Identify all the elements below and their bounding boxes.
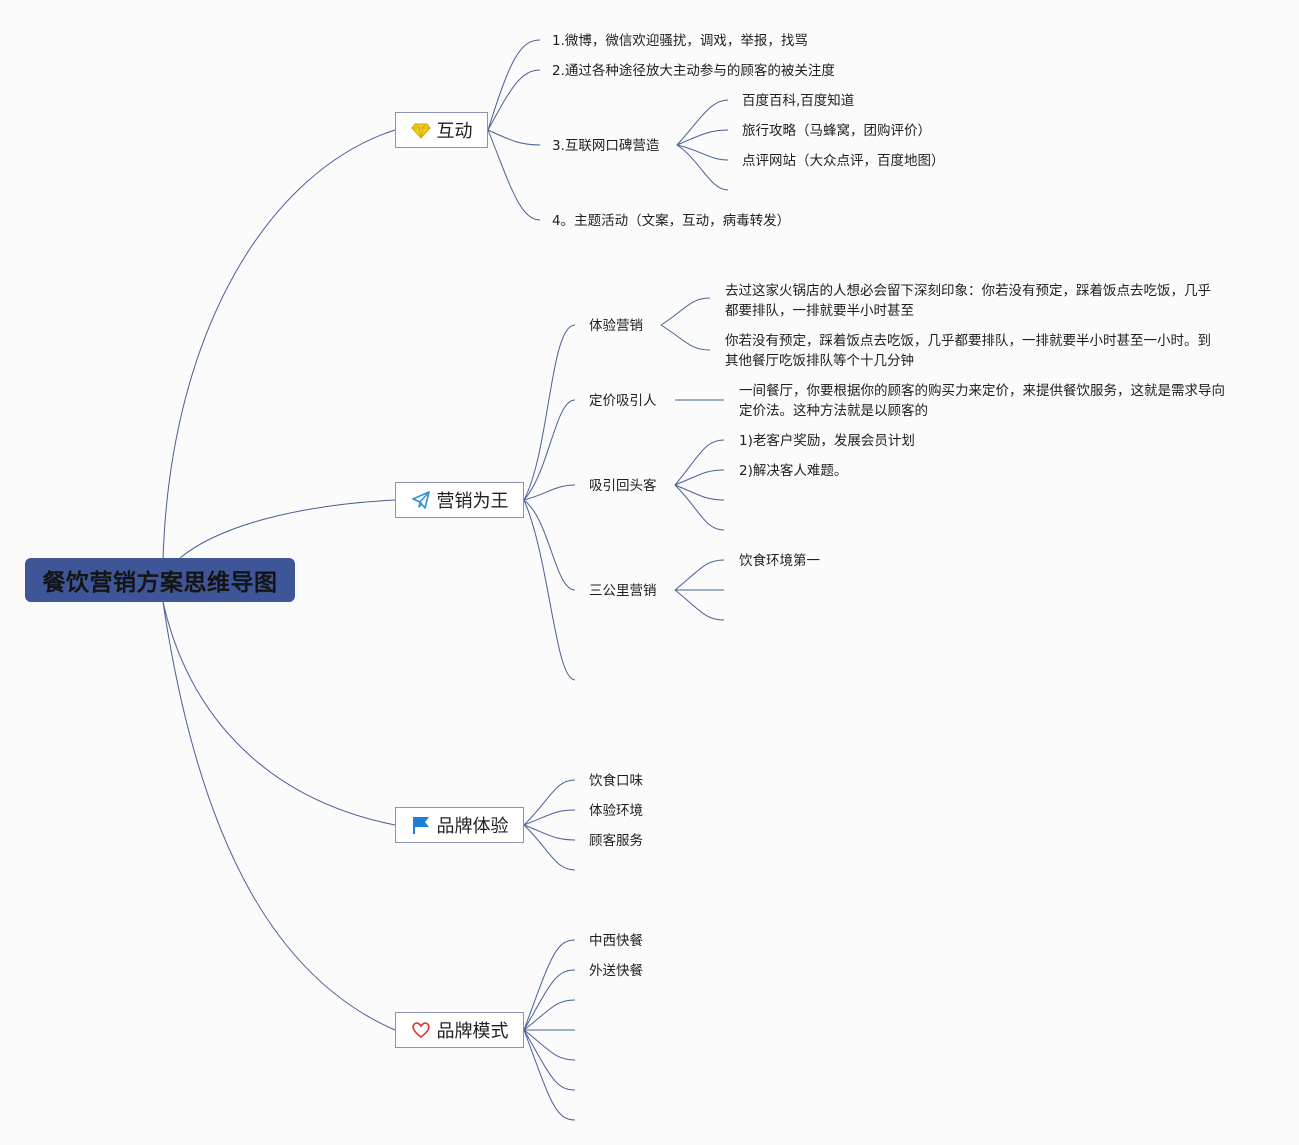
repeat-sub-1-line (674, 439, 725, 486)
topic-pricing-note[interactable]: 一间餐厅，你要根据你的顾客的购买力来定价，来提供餐饮服务，这就是需求导向定价法。… (739, 383, 1225, 419)
topic-customer-service[interactable]: 顾客服务 (589, 833, 643, 849)
branch-brand-experience[interactable]: 品牌体验 (395, 807, 524, 843)
marketing-child-5-line (523, 499, 576, 681)
root-topic[interactable]: 餐饮营销方案思维导图 (25, 558, 295, 602)
brand-mode-child-7-line (523, 1029, 576, 1121)
heart-icon (411, 1020, 431, 1040)
marketing-child-4-line (523, 499, 576, 591)
topic-theme-events[interactable]: 4。主题活动（文案，互动，病毒转发） (552, 213, 791, 229)
branch-label: 品牌模式 (436, 1021, 509, 1042)
brand-exp-child-4-line (523, 824, 576, 871)
topic-review-sites[interactable]: 点评网站（大众点评，百度地图） (742, 153, 945, 169)
branch-marketing[interactable]: 营销为王 (395, 482, 524, 518)
topic-solve-problems[interactable]: 2)解决客人难题。 (739, 463, 848, 479)
branch-label: 营销为王 (436, 491, 509, 512)
paper-plane-icon (411, 490, 431, 510)
topic-experience-note-1[interactable]: 去过这家火锅店的人想必会留下深刻印象：你若没有预定，踩着饭点去吃饭，几乎都要排队… (725, 283, 1211, 319)
repeat-sub-2-line (674, 469, 725, 486)
brand-mode-child-3-line (523, 999, 576, 1031)
root-to-interaction-line (162, 129, 396, 561)
topic-dining-environment[interactable]: 饮食环境第一 (739, 553, 820, 569)
brand-mode-child-1-line (523, 939, 576, 1031)
reputation-sub-2-line (676, 129, 729, 146)
reputation-sub-3-line (676, 144, 729, 161)
interaction-child-3-line (487, 129, 541, 146)
interaction-child-4-line (487, 129, 541, 221)
brand-exp-child-1-line (523, 779, 576, 826)
brand-exp-child-3-line (523, 824, 576, 841)
topic-loyalty-rewards[interactable]: 1)老客户奖励，发展会员计划 (739, 433, 915, 449)
topic-amplify-attention[interactable]: 2.通过各种途径放大主动参与的顾客的被关注度 (552, 63, 835, 79)
gem-icon (410, 120, 431, 140)
topic-weibo-wechat[interactable]: 1.微博，微信欢迎骚扰，调戏，举报，找骂 (552, 33, 808, 49)
reputation-sub-4-line (676, 144, 729, 191)
branch-interaction[interactable]: 互动 (395, 112, 488, 148)
brand-mode-child-5-line (523, 1029, 576, 1061)
flag-icon (411, 815, 431, 835)
marketing-child-3-line (523, 484, 576, 501)
interaction-child-2-line (487, 69, 541, 131)
topic-experience-note-2[interactable]: 你若没有预定，踩着饭点去吃饭，几乎都要排队，一排就要半小时甚至一小时。到其他餐厅… (725, 333, 1211, 369)
brand-mode-child-2-line (523, 969, 576, 1031)
topic-repeat-customers[interactable]: 吸引回头客 (589, 478, 657, 494)
experience-sub-2-line (660, 324, 711, 351)
marketing-child-1-line (523, 324, 576, 501)
branch-label: 互动 (436, 121, 473, 142)
experience-sub-1-line (660, 297, 711, 326)
topic-attractive-pricing[interactable]: 定价吸引人 (589, 393, 657, 409)
brand-mode-child-6-line (523, 1029, 576, 1091)
marketing-child-2-line (523, 399, 576, 501)
topic-three-km-marketing[interactable]: 三公里营销 (589, 583, 657, 599)
interaction-child-1-line (487, 39, 541, 131)
topic-fast-food[interactable]: 中西快餐 (589, 933, 643, 949)
branch-brand-mode[interactable]: 品牌模式 (395, 1012, 524, 1048)
topic-travel-guides[interactable]: 旅行攻略（马蜂窝，团购评价） (742, 123, 931, 139)
brand-exp-child-2-line (523, 809, 576, 826)
topic-delivery-fast-food[interactable]: 外送快餐 (589, 963, 643, 979)
root-topic-label: 餐饮营销方案思维导图 (42, 570, 278, 596)
root-to-marketing-line (179, 499, 396, 559)
branch-label: 品牌体验 (436, 816, 509, 837)
topic-food-taste[interactable]: 饮食口味 (589, 773, 643, 789)
topic-experience-environment[interactable]: 体验环境 (589, 803, 643, 819)
repeat-sub-4-line (674, 484, 725, 531)
topic-baidu-baike[interactable]: 百度百科,百度知道 (742, 93, 855, 109)
repeat-sub-3-line (674, 484, 725, 501)
root-to-brand-experience-line (162, 601, 396, 826)
topic-online-reputation[interactable]: 3.互联网口碑营造 (552, 138, 660, 154)
reputation-sub-1-line (676, 99, 729, 146)
root-to-brand-mode-line (162, 601, 396, 1031)
topic-experience-marketing[interactable]: 体验营销 (589, 318, 643, 334)
three-km-sub-3-line (674, 589, 725, 621)
three-km-sub-1-line (674, 559, 725, 591)
